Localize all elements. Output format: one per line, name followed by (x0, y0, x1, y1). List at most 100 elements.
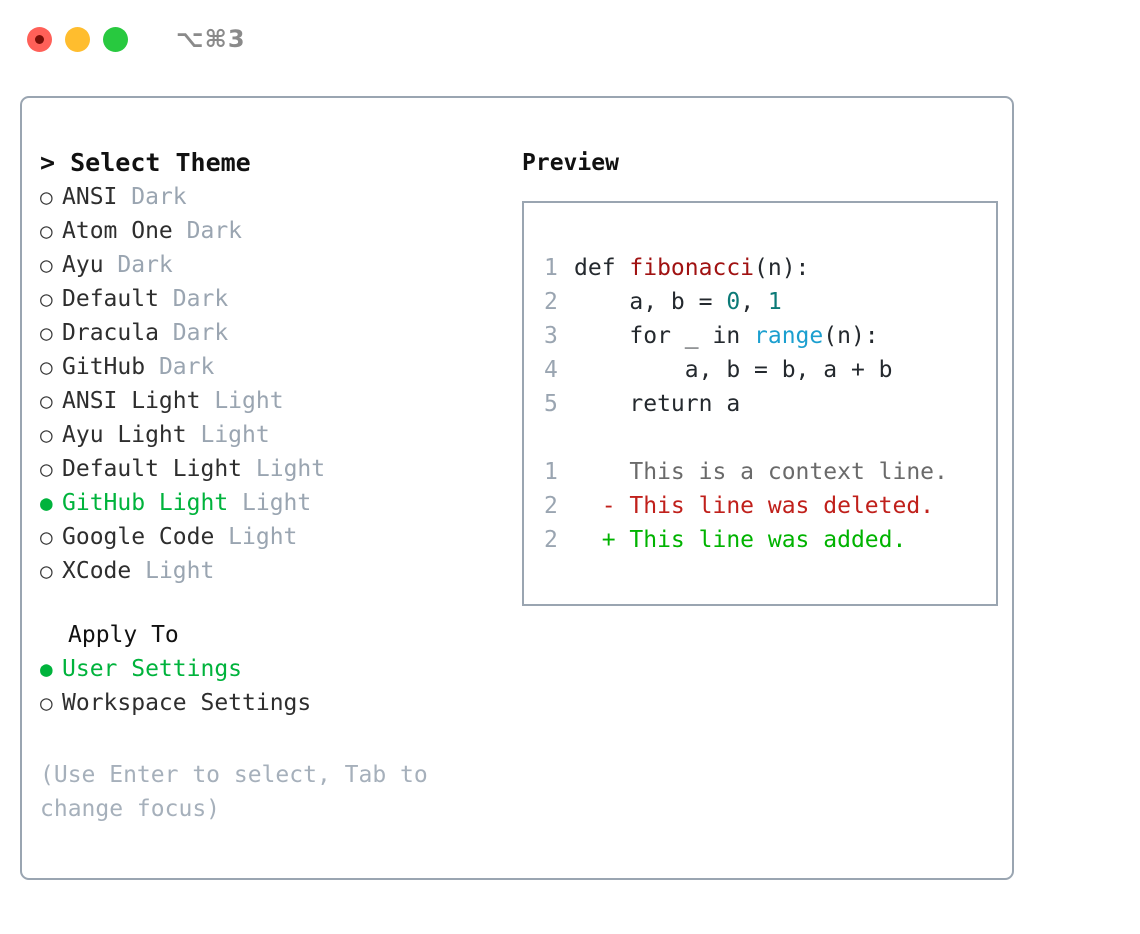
code-line-text: a, b = 0, 1 (574, 285, 782, 319)
theme-list-item[interactable]: ○ ANSI Dark (40, 180, 502, 214)
close-button[interactable] (27, 26, 52, 52)
line-number: 1 (544, 255, 558, 281)
code-token-kwfn: range (754, 323, 824, 349)
code-token-plain: for _ in (574, 323, 755, 349)
radio-unselected-icon[interactable]: ○ (40, 287, 53, 311)
line-number: 1 (544, 459, 558, 485)
code-token-plain: a, b = (574, 289, 727, 315)
theme-name-label: XCode (62, 558, 146, 584)
code-token-plain: , (740, 289, 768, 315)
radio-unselected-icon[interactable]: ○ (40, 253, 53, 277)
apply-to-option-label: User Settings (62, 656, 243, 682)
apply-to-option[interactable]: ○ Workspace Settings (40, 686, 502, 720)
page-title-text: Select Theme (70, 148, 251, 177)
theme-name-label: GitHub Light (62, 490, 243, 516)
theme-kind-badge: Light (145, 558, 215, 584)
radio-unselected-icon[interactable]: ○ (40, 457, 53, 481)
traffic-lights (27, 26, 128, 52)
code-token-plain: def (574, 255, 630, 281)
title-bar: ⌥⌘3 (0, 0, 1140, 78)
line-number: 4 (544, 357, 558, 383)
theme-list-item[interactable]: ○ Default Light Light (40, 452, 502, 486)
radio-unselected-icon[interactable]: ○ (40, 355, 53, 379)
theme-kind-badge: Light (214, 388, 284, 414)
radio-selected-icon[interactable]: ● (40, 491, 53, 515)
diff-sample: 1 This is a context line. 2 - This line w… (544, 455, 996, 557)
theme-name-label: Ayu (62, 252, 118, 278)
minimize-button[interactable] (65, 26, 90, 52)
code-line: 2 a, b = 0, 1 (544, 285, 996, 319)
line-number: 2 (544, 493, 558, 519)
theme-list-item[interactable]: ● GitHub Light Light (40, 486, 502, 520)
code-line-text: def fibonacci(n): (574, 251, 809, 285)
theme-list-item[interactable]: ○ Dracula Dark (40, 316, 502, 350)
line-number: 2 (544, 289, 558, 315)
diff-line-text: - This line was deleted. (574, 493, 935, 519)
page-title: > Select Theme (40, 146, 502, 180)
main-panel: > Select Theme ○ANSI Dark○Atom One Dark○… (20, 96, 1014, 880)
code-token-num: 1 (767, 289, 782, 315)
preview-heading: Preview (522, 150, 619, 176)
theme-list-item[interactable]: ○GitHub Dark (40, 350, 502, 384)
code-line-text: for _ in range(n): (574, 319, 879, 353)
theme-list-item[interactable]: ○Ayu Light Light (40, 418, 502, 452)
theme-kind-badge: Dark (172, 286, 229, 312)
theme-name-label: Default Light (62, 456, 256, 482)
close-icon (35, 34, 44, 44)
theme-kind-badge: Light (255, 456, 326, 482)
theme-list-item[interactable]: ○ XCode Light (40, 554, 502, 588)
code-line: 1 def fibonacci(n): (544, 251, 996, 285)
theme-name-label: Google Code (62, 524, 229, 550)
line-number: 3 (544, 323, 558, 349)
theme-picker-column: > Select Theme ○ANSI Dark○Atom One Dark○… (40, 146, 502, 878)
prompt-caret-icon: > (40, 148, 71, 177)
theme-kind-badge: Light (200, 422, 270, 448)
theme-name-label: Default (62, 286, 173, 312)
code-line-text: return a (574, 387, 740, 421)
theme-name-label: ANSI (62, 184, 132, 210)
radio-unselected-icon[interactable]: ○ (40, 321, 53, 345)
line-number: 2 (544, 527, 558, 553)
code-token-plain: return a (574, 391, 741, 417)
keyboard-hint: (Use Enter to select, Tab to change focu… (40, 762, 428, 822)
spacer (544, 421, 996, 455)
apply-to-option[interactable]: ● User Settings (40, 652, 502, 686)
radio-unselected-icon[interactable]: ○ (40, 219, 53, 243)
apply-to-list: ● User Settings ○ Workspace Settings (40, 652, 502, 720)
diff-line-text: + This line was added. (574, 527, 907, 553)
theme-kind-badge: Light (228, 524, 298, 550)
theme-kind-badge: Light (242, 490, 312, 516)
theme-kind-badge: Dark (117, 252, 173, 278)
theme-kind-badge: Dark (172, 320, 229, 346)
spacer (40, 588, 502, 618)
radio-unselected-icon[interactable]: ○ (40, 559, 53, 583)
theme-list-item[interactable]: ○ Google Code Light (40, 520, 502, 554)
radio-unselected-icon[interactable]: ○ (40, 525, 53, 549)
theme-kind-badge: Dark (186, 218, 243, 244)
radio-unselected-icon[interactable]: ○ (40, 691, 53, 715)
theme-list-item[interactable]: ○ Ayu Dark (40, 248, 502, 282)
diff-line: 2 + This line was added. (544, 523, 996, 557)
radio-unselected-icon[interactable]: ○ (40, 423, 53, 447)
apply-to-option-label: Workspace Settings (62, 690, 312, 716)
radio-selected-icon[interactable]: ● (40, 657, 53, 681)
code-token-plain: (n): (823, 323, 879, 349)
maximize-button[interactable] (103, 26, 128, 52)
keyboard-shortcut-label: ⌥⌘3 (176, 25, 246, 53)
radio-unselected-icon[interactable]: ○ (40, 389, 53, 413)
theme-name-label: Dracula (62, 320, 173, 346)
theme-kind-badge: Dark (158, 354, 215, 380)
code-line: 5 return a (544, 387, 996, 421)
code-token-plain: a, b = b, a + b (574, 357, 893, 383)
diff-line-text: This is a context line. (574, 459, 948, 485)
diff-line: 1 This is a context line. (544, 455, 996, 489)
theme-list-item[interactable]: ○ Default Dark (40, 282, 502, 316)
theme-kind-badge: Dark (131, 184, 187, 210)
theme-list-item[interactable]: ○ANSI Light Light (40, 384, 502, 418)
theme-list-item[interactable]: ○Atom One Dark (40, 214, 502, 248)
radio-unselected-icon[interactable]: ○ (40, 185, 53, 209)
